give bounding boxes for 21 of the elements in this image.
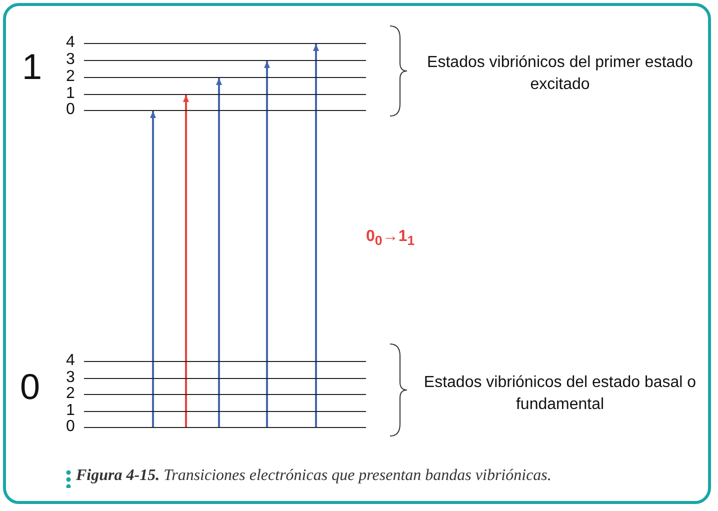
level-number: 1 <box>66 86 75 102</box>
level-number: 2 <box>66 386 75 402</box>
level-number: 2 <box>66 69 75 85</box>
state-description: Estados vibriónicos del primer estado excitado <box>426 53 694 95</box>
transition-arrow <box>313 44 319 428</box>
transition-arrow <box>264 61 270 428</box>
level-number: 3 <box>66 52 75 68</box>
level-number: 3 <box>66 370 75 386</box>
transition-label: 0$_{0}$→1$_{1}$ <box>366 228 415 248</box>
transition-arrow <box>183 95 189 428</box>
state-description: Estados vibriónicos del estado basal o fundamental <box>422 373 698 415</box>
transition-arrow <box>216 78 222 428</box>
state-number: 1 <box>22 46 42 88</box>
figure-caption: Figura 4-15. Transiciones electrónicas que presentan bandas vibriónicas. <box>76 467 552 485</box>
level-number: 0 <box>66 102 75 118</box>
level-number: 4 <box>66 35 75 51</box>
level-number: 4 <box>66 353 75 369</box>
level-number: 0 <box>66 419 75 435</box>
level-number: 1 <box>66 403 75 419</box>
transition-arrow <box>150 111 156 428</box>
state-number: 0 <box>20 366 40 408</box>
